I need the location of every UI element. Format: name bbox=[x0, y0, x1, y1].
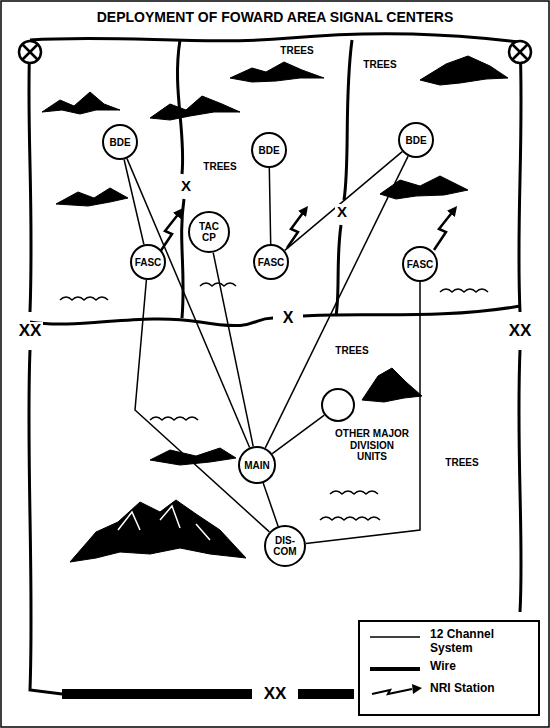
channel-link bbox=[127, 159, 250, 448]
unit-circle: TAC CP bbox=[188, 211, 230, 253]
unit-label: BDE bbox=[258, 145, 279, 156]
legend-row: NRI Station bbox=[368, 682, 532, 700]
unit-label: FASC bbox=[258, 257, 285, 268]
unit-circle: DIS- COM bbox=[264, 525, 306, 567]
legend-row: Wire bbox=[368, 660, 532, 678]
channel-link bbox=[269, 168, 270, 244]
nri-sample-head bbox=[412, 684, 422, 694]
mountain bbox=[230, 62, 324, 82]
mountain bbox=[150, 96, 240, 120]
unit-symbol-ring bbox=[19, 41, 41, 63]
boundary-marker: X bbox=[335, 204, 349, 221]
diagram-title: DEPLOYMENT OF FOWARD AREA SIGNAL CENTERS bbox=[0, 9, 550, 25]
boundary-wires bbox=[29, 34, 521, 694]
brigade-boundary bbox=[182, 199, 184, 318]
terrain-label: TREES bbox=[333, 345, 370, 356]
unit-circle: FASC bbox=[130, 244, 166, 280]
scrub-line bbox=[440, 289, 488, 292]
unit-caption: OTHER MAJOR DIVISION UNITS bbox=[334, 428, 410, 463]
unit-circle: BDE bbox=[102, 124, 138, 160]
terrain-label: TREES bbox=[443, 457, 480, 468]
legend-sample bbox=[368, 682, 424, 700]
scrub-line bbox=[200, 283, 236, 286]
unit-label: MAIN bbox=[244, 460, 270, 471]
boundary-marker: XX bbox=[17, 322, 44, 341]
legend-row: 12 Channel System bbox=[368, 628, 532, 656]
unit-symbol-cross bbox=[22, 44, 38, 60]
legend-sample bbox=[368, 628, 424, 646]
unit-label: DIS- COM bbox=[272, 535, 298, 557]
channel-sample bbox=[370, 636, 420, 638]
channel-link bbox=[263, 483, 278, 526]
scrub-line bbox=[320, 517, 380, 520]
nri-sample bbox=[372, 689, 412, 694]
channel-link bbox=[213, 253, 253, 447]
mountain bbox=[56, 188, 128, 206]
rear-boundary bbox=[30, 318, 273, 326]
legend-sample bbox=[368, 660, 424, 678]
unit-circle: BDE bbox=[251, 132, 287, 168]
boundary-marker: XX bbox=[262, 685, 289, 704]
rear-boundary bbox=[303, 306, 520, 316]
unit-circle: FASC bbox=[253, 244, 289, 280]
channel-link bbox=[265, 156, 408, 448]
unit-label: BDE bbox=[405, 135, 426, 146]
boundary-marker: X bbox=[281, 309, 296, 327]
boundary-marker: X bbox=[179, 178, 193, 195]
unit-circle: FASC bbox=[402, 246, 438, 282]
legend-text: NRI Station bbox=[430, 682, 532, 696]
scrub-line bbox=[330, 491, 378, 494]
legend-text: 12 Channel System bbox=[430, 628, 532, 656]
legend-box: 12 Channel SystemWireNRI Station bbox=[358, 620, 540, 716]
mountain bbox=[70, 500, 246, 562]
unit-label: BDE bbox=[109, 137, 130, 148]
division-bar bbox=[62, 689, 252, 699]
mountain bbox=[420, 56, 508, 85]
unit-symbol-ring bbox=[509, 41, 531, 63]
wire-sample bbox=[370, 667, 420, 671]
mountain bbox=[42, 92, 120, 114]
scrub-line bbox=[60, 297, 108, 300]
nri-station bbox=[160, 212, 180, 252]
mountains bbox=[42, 56, 508, 562]
nri-station bbox=[287, 210, 305, 248]
channel-link bbox=[306, 282, 420, 544]
channel-link bbox=[135, 280, 269, 532]
channel-link bbox=[124, 160, 144, 245]
mountain-shading bbox=[118, 506, 210, 540]
legend-text: Wire bbox=[430, 660, 532, 674]
unit-label: FASC bbox=[407, 259, 434, 270]
map-edge bbox=[30, 34, 520, 42]
scrub-line bbox=[150, 417, 198, 420]
unit-symbol bbox=[19, 41, 531, 63]
map-edge bbox=[29, 350, 62, 694]
unit-circle: MAIN bbox=[238, 446, 276, 484]
mountain bbox=[362, 368, 422, 402]
unit-label: TAC CP bbox=[196, 221, 222, 243]
map-edge bbox=[519, 350, 521, 612]
channel-link bbox=[285, 152, 402, 251]
unit-circle: BDE bbox=[398, 122, 434, 158]
channel-link bbox=[272, 415, 324, 454]
terrain-label: TREES bbox=[201, 161, 238, 172]
unit-symbol-cross bbox=[512, 44, 528, 60]
map-edge bbox=[29, 40, 31, 312]
boundary-marker: XX bbox=[507, 322, 534, 341]
unit-label: FASC bbox=[135, 257, 162, 268]
unit-circle: OTHER MAJOR DIVISION UNITS bbox=[321, 388, 355, 422]
map-edge bbox=[519, 42, 521, 312]
scrub bbox=[60, 283, 488, 520]
terrain-label: TREES bbox=[278, 45, 315, 56]
ridge-line bbox=[118, 506, 210, 540]
division-bar bbox=[298, 689, 354, 699]
terrain-label: TREES bbox=[361, 59, 398, 70]
brigade-boundary bbox=[344, 40, 352, 200]
nri-station bbox=[434, 210, 454, 250]
